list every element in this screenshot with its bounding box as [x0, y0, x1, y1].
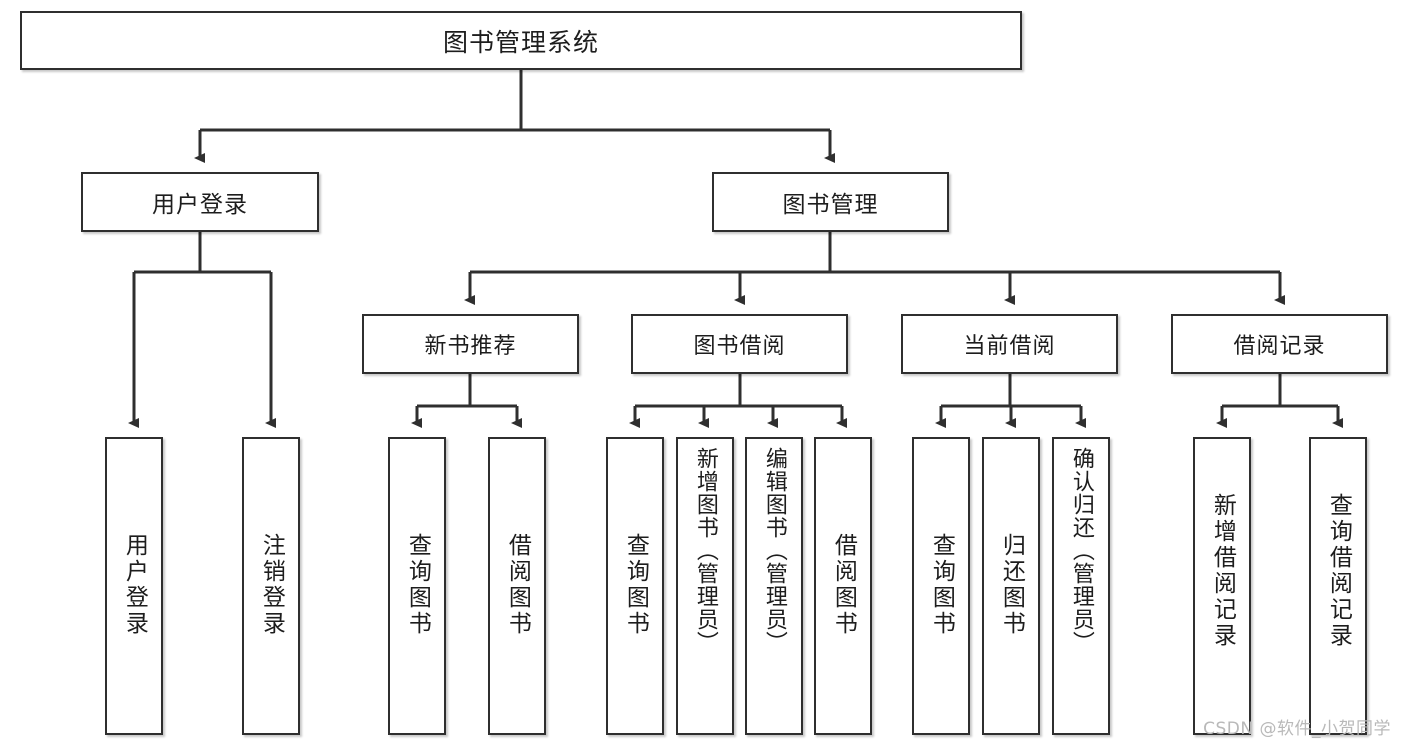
- node-label: 归还图书: [998, 533, 1025, 637]
- node-leaf-query-book-3[interactable]: 查询图书: [912, 437, 970, 735]
- node-label: 借阅图书: [830, 533, 857, 637]
- csdn-watermark: CSDN @软件_小贺同学: [1203, 719, 1391, 739]
- node-book-borrow[interactable]: 图书借阅: [631, 314, 848, 374]
- node-leaf-edit-book[interactable]: 编辑图书（管理员）: [745, 437, 803, 735]
- node-leaf-user-login[interactable]: 用户登录: [105, 437, 163, 735]
- node-new-book-recommend[interactable]: 新书推荐: [362, 314, 579, 374]
- node-label: 查询图书: [928, 533, 955, 637]
- node-leaf-confirm-return[interactable]: 确认归还（管理员）: [1052, 437, 1110, 735]
- node-label: 用户登录: [121, 533, 148, 637]
- node-leaf-add-record[interactable]: 新增借阅记录: [1193, 437, 1251, 735]
- node-leaf-logout[interactable]: 注销登录: [242, 437, 300, 735]
- node-current-borrow[interactable]: 当前借阅: [901, 314, 1118, 374]
- node-label: 编辑图书（管理员）: [761, 447, 787, 654]
- node-label: 新书推荐: [424, 334, 517, 359]
- node-label: 确认归还（管理员）: [1068, 447, 1094, 654]
- node-label: 借阅记录: [1233, 334, 1326, 359]
- node-label: 查询图书: [622, 533, 649, 637]
- node-label: 当前借阅: [963, 334, 1056, 359]
- node-leaf-query-book-2[interactable]: 查询图书: [606, 437, 664, 735]
- node-label: 用户登录: [152, 192, 248, 218]
- node-label: 注销登录: [258, 533, 285, 637]
- node-leaf-query-record[interactable]: 查询借阅记录: [1309, 437, 1367, 735]
- node-leaf-add-book[interactable]: 新增图书（管理员）: [676, 437, 734, 735]
- node-leaf-borrow-book-1[interactable]: 借阅图书: [488, 437, 546, 735]
- node-label: 借阅图书: [504, 533, 531, 637]
- node-leaf-borrow-book-2[interactable]: 借阅图书: [814, 437, 872, 735]
- node-borrow-record[interactable]: 借阅记录: [1171, 314, 1388, 374]
- node-book-manage[interactable]: 图书管理: [712, 172, 949, 232]
- node-root-system[interactable]: 图书管理系统: [20, 11, 1022, 70]
- node-user-login[interactable]: 用户登录: [81, 172, 319, 232]
- node-label: 图书借阅: [693, 334, 786, 359]
- node-leaf-return-book[interactable]: 归还图书: [982, 437, 1040, 735]
- node-label: 新增借阅记录: [1209, 493, 1236, 649]
- node-label: 查询借阅记录: [1325, 493, 1352, 649]
- node-leaf-query-book-1[interactable]: 查询图书: [388, 437, 446, 735]
- node-label: 查询图书: [404, 533, 431, 637]
- node-label: 图书管理系统: [442, 27, 599, 57]
- node-label: 图书管理: [782, 192, 879, 218]
- node-label: 新增图书（管理员）: [692, 447, 718, 654]
